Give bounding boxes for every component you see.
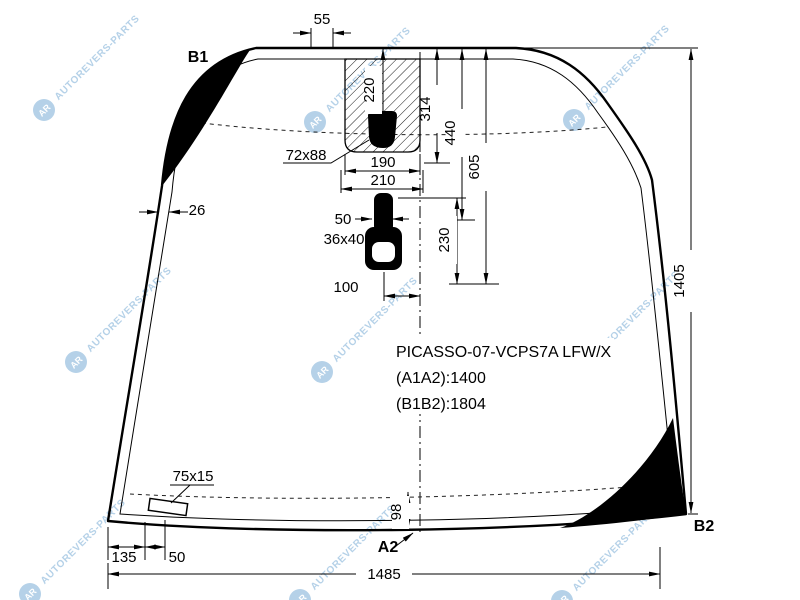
dim-36x40: 36x40 [324, 231, 365, 248]
dim-605: 605 [466, 154, 483, 179]
glass-inner-edge [119, 58, 676, 522]
part-dim-a1a2: (A1A2):1400 [396, 370, 486, 387]
dim-135: 135 [111, 549, 136, 566]
watermark-logo-icon [551, 590, 573, 600]
dim-230: 230 [436, 227, 453, 252]
watermark-logo-icon [304, 111, 326, 133]
dim-55: 55 [314, 11, 331, 28]
label-b1: B1 [188, 49, 209, 66]
dimension-labels: 55 220 314 440 605 230 72x88 190 210 26 … [111, 11, 688, 583]
corner-shade-b1 [162, 48, 256, 186]
lower-bracket-shape [147, 497, 189, 517]
dim-1485: 1485 [367, 566, 400, 583]
point-labels: B1 B2 A2 [188, 49, 715, 556]
bottom-frit-band-line [129, 483, 667, 499]
label-backplates [356, 66, 692, 583]
mirror-mount-stem [374, 193, 393, 233]
dim-98: 98 [388, 504, 405, 521]
dim-190: 190 [370, 154, 395, 171]
label-a2: A2 [378, 539, 399, 556]
dim-210: 210 [370, 172, 395, 189]
part-info: PICASSO-07-VCPS7A LFW/X (A1A2):1400 (B1B… [396, 344, 612, 413]
watermark-logo-icon [33, 99, 55, 121]
dim-100: 100 [333, 279, 358, 296]
dim-50-bottom: 50 [169, 549, 186, 566]
dim-220: 220 [361, 77, 378, 102]
watermark-logo-icon [311, 361, 333, 383]
watermark-initials: AR [292, 592, 309, 600]
dim-75x15: 75x15 [173, 468, 214, 485]
dim-1405: 1405 [671, 264, 688, 297]
dim-440: 440 [442, 120, 459, 145]
label-b2: B2 [694, 518, 715, 535]
part-dim-b1b2: (B1B2):1804 [396, 396, 486, 413]
dim-72x88: 72x88 [286, 147, 327, 164]
watermark-logo-icon [563, 109, 585, 131]
dim-26: 26 [189, 202, 206, 219]
dim-50-stem: 50 [335, 211, 352, 228]
watermark-logo-icon [289, 589, 311, 600]
part-code: PICASSO-07-VCPS7A LFW/X [396, 344, 612, 361]
corner-shade-b2 [560, 418, 686, 528]
watermark-logo-icon [65, 351, 87, 373]
dim-314: 314 [417, 96, 434, 121]
mirror-mount-hole [372, 242, 395, 262]
watermark-initials: AR [554, 593, 571, 600]
